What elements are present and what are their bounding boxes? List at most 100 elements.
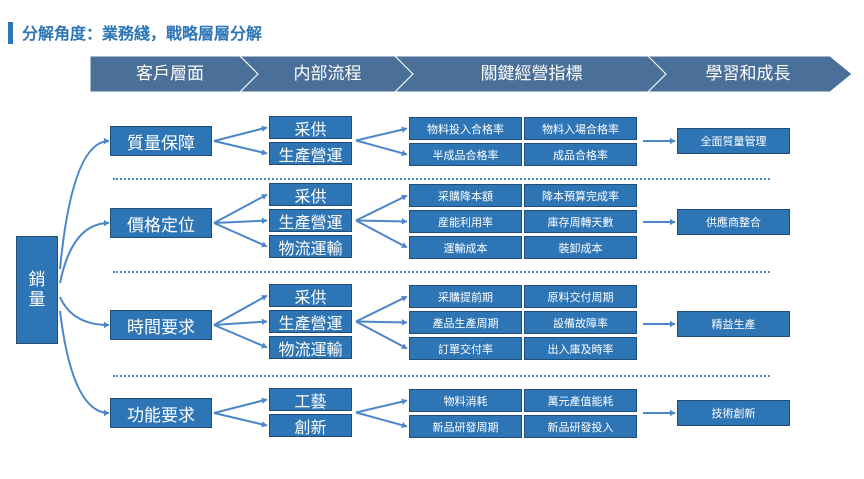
kpi-box-3-0-0: 物料消耗 xyxy=(409,389,522,412)
process-to-kpi-3-0-head xyxy=(401,398,407,405)
cat-to-process-0-1-head xyxy=(261,149,267,156)
process-to-kpi-3-1 xyxy=(355,411,408,428)
process-to-kpi-2-0 xyxy=(355,295,408,323)
process-to-kpi-0-0 xyxy=(355,127,408,142)
root-to-g3 xyxy=(59,310,110,414)
kpi-box-0-0-0: 物料投入合格率 xyxy=(409,117,522,140)
kpi-box-2-1-1: 設備故障率 xyxy=(524,311,637,334)
kpi-to-learning-2-head xyxy=(669,320,675,328)
kpi-box-2-0-1: 原料交付周期 xyxy=(524,285,637,308)
root-to-g1 xyxy=(59,222,110,284)
process-box-1-2: 物流運輸 xyxy=(269,235,352,258)
process-to-kpi-2-1-head xyxy=(401,319,407,326)
process-to-kpi-2-2 xyxy=(355,320,408,350)
kpi-box-1-0-1: 降本預算完成率 xyxy=(524,184,637,207)
cat-to-process-3-1-head xyxy=(261,421,267,428)
process-to-kpi-1-2-head xyxy=(401,242,407,248)
kpi-box-1-0-0: 采購降本額 xyxy=(409,184,522,207)
category-box-0: 質量保障 xyxy=(110,126,212,156)
process-box-3-0: 工藝 xyxy=(269,388,352,411)
stage-label-kpi: 關鍵經營指標 xyxy=(480,64,583,84)
process-to-kpi-0-1-head xyxy=(401,150,407,157)
process-to-kpi-2-2-head xyxy=(401,343,407,349)
process-box-2-2: 物流運輸 xyxy=(269,336,352,359)
kpi-to-learning-1-head xyxy=(669,218,675,226)
process-box-2-1: 生產營運 xyxy=(269,310,352,333)
cat-to-process-1-1-head xyxy=(261,217,267,224)
kpi-box-2-0-0: 采購提前期 xyxy=(409,285,522,308)
kpi-box-0-0-1: 物料入場合格率 xyxy=(524,117,637,140)
process-box-0-1: 生產營運 xyxy=(269,142,352,165)
cat-to-process-2-0-head xyxy=(261,295,267,301)
process-to-kpi-3-1-head xyxy=(401,422,407,429)
stage-label-process: 内部流程 xyxy=(293,64,362,84)
process-to-kpi-1-1-head xyxy=(401,218,407,225)
cat-to-process-1-2-head xyxy=(261,241,267,248)
root-label-line1: 銷 xyxy=(28,270,46,290)
title-accent-bar xyxy=(8,22,13,44)
cat-to-process-1-0-head xyxy=(261,194,267,200)
root-to-g3-head xyxy=(103,409,109,417)
process-to-kpi-2-0-head xyxy=(401,295,407,302)
kpi-box-3-1-0: 新品研發周期 xyxy=(409,415,522,438)
stage-label-learning: 學習和成長 xyxy=(705,64,791,84)
process-box-3-1: 創新 xyxy=(269,414,352,437)
root-to-g2 xyxy=(59,296,110,326)
root-to-g2-head xyxy=(103,321,109,329)
learning-box-2: 精益生產 xyxy=(677,311,790,337)
process-to-kpi-3-0 xyxy=(355,399,408,414)
cat-to-process-3-0-head xyxy=(261,397,267,404)
process-to-kpi-2-1 xyxy=(355,320,408,324)
cat-to-process-1-1 xyxy=(213,219,268,224)
kpi-to-learning-3-head xyxy=(669,409,675,417)
process-box-1-1: 生產營運 xyxy=(269,209,352,232)
cat-to-process-2-1-head xyxy=(261,318,267,326)
group-separator-1 xyxy=(113,271,770,273)
cat-to-process-2-2 xyxy=(213,324,268,349)
kpi-box-2-2-1: 出入庫及時率 xyxy=(524,337,637,360)
learning-box-0: 全面質量管理 xyxy=(677,128,790,154)
process-box-2-0: 采供 xyxy=(269,284,352,307)
process-to-kpi-1-0 xyxy=(355,194,408,222)
category-box-2: 時間要求 xyxy=(110,310,212,340)
kpi-box-1-2-0: 運輸成本 xyxy=(409,236,522,259)
process-to-kpi-1-0-head xyxy=(401,194,407,201)
kpi-box-2-1-0: 產品生產周期 xyxy=(409,311,522,334)
category-box-3: 功能要求 xyxy=(110,398,212,428)
kpi-box-3-0-1: 萬元產值能耗 xyxy=(524,389,637,412)
process-box-0-0: 采供 xyxy=(269,116,352,139)
kpi-box-0-1-0: 半成品合格率 xyxy=(409,143,522,166)
kpi-box-1-1-0: 産能利用率 xyxy=(409,210,522,233)
cat-to-process-2-2-head xyxy=(261,342,267,349)
kpi-box-3-1-1: 新品研發投入 xyxy=(524,415,637,438)
learning-box-3: 技術創新 xyxy=(677,400,790,426)
kpi-box-0-1-1: 成品合格率 xyxy=(524,143,637,166)
stage-chevron-learning xyxy=(646,55,853,93)
cat-to-process-3-1 xyxy=(213,412,268,427)
root-node-sales: 銷 量 xyxy=(16,236,58,344)
page-title: 分解角度：業務綫，戰略層層分解 xyxy=(22,24,263,43)
process-to-kpi-0-1 xyxy=(355,139,408,156)
cat-to-process-0-1 xyxy=(213,140,268,155)
group-separator-0 xyxy=(113,178,770,180)
cat-to-process-3-0 xyxy=(213,398,268,414)
kpi-box-2-2-0: 訂單交付率 xyxy=(409,337,522,360)
root-to-g0 xyxy=(59,140,110,270)
cat-to-process-0-0 xyxy=(213,126,268,142)
category-box-1: 價格定位 xyxy=(110,208,212,238)
stage-label-customer: 客戶層面 xyxy=(136,64,204,84)
process-to-kpi-1-2 xyxy=(355,219,408,249)
cat-to-process-2-1 xyxy=(213,320,268,326)
learning-box-1: 供應商整合 xyxy=(677,209,790,235)
kpi-box-1-2-1: 裝卸成本 xyxy=(524,236,637,259)
cat-to-process-1-0 xyxy=(213,193,268,224)
root-label-line2: 量 xyxy=(28,290,46,310)
process-to-kpi-0-0-head xyxy=(401,126,407,133)
kpi-to-learning-0-head xyxy=(669,137,675,145)
root-to-g1-head xyxy=(103,219,109,227)
process-box-1-0: 采供 xyxy=(269,183,352,206)
group-separator-2 xyxy=(113,375,770,377)
cat-to-process-0-0-head xyxy=(261,125,267,132)
